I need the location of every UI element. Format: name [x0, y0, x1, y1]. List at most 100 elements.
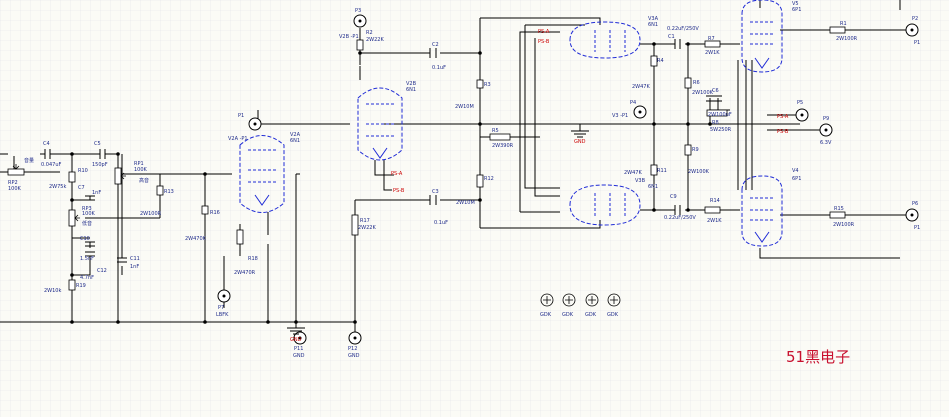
resistors [68, 26, 846, 291]
label-v2a-pin: V2A -P1 [228, 136, 248, 142]
label-rp2-ref: RP2 [8, 180, 18, 186]
label-r18-value: 2W470R [234, 270, 256, 276]
label-v5-ref: V5 [792, 1, 799, 7]
label-r14-ref: R14 [710, 198, 720, 204]
label-v2b-ref: V2B [406, 81, 417, 87]
ground-symbol-2 [571, 130, 589, 138]
pot-rp3 [68, 209, 76, 227]
resistor-r19 [68, 279, 76, 291]
label-c2-value: 0.1uF [432, 65, 446, 71]
resistor-r3 [476, 79, 484, 89]
label-v3b-pin: V3 -P1 [612, 113, 628, 119]
label-v3b-ref: V3B [635, 178, 646, 184]
label-c9-ref: C9 [670, 194, 677, 200]
label-c5-ref: C5 [94, 141, 101, 147]
label-r19-value: 2W10k [44, 288, 61, 294]
gdk-sockets [540, 293, 621, 307]
label-r13-value: 2W100R [140, 211, 162, 217]
label-c10-ref: C10 [80, 236, 90, 242]
label-r13-ref: R13 [164, 189, 174, 195]
label-c5-value: 150pF [92, 162, 108, 168]
label-c11-value: 1nF [130, 264, 139, 270]
potentiometers [7, 164, 126, 227]
label-p6-value: P1 [914, 225, 920, 231]
net-label-ps-a-2: PS-A [538, 29, 550, 35]
label-r1-value: 2W100R [836, 36, 858, 42]
tube-v3a [569, 21, 641, 59]
label-r9-ref: R9 [692, 147, 699, 153]
label-r7-value: 2W1K [705, 50, 720, 56]
label-r8-ref: R8 [712, 120, 719, 126]
label-r16-ref: R16 [210, 210, 220, 216]
resistor-r16 [201, 205, 209, 215]
tube-v2a [239, 135, 285, 213]
label-r3-value: 2W10M [455, 104, 474, 110]
watermark: 51黑电子 [786, 348, 850, 366]
cap-c10 [85, 241, 95, 247]
label-v5-type: 6P1 [792, 7, 801, 13]
label-r6-value: 2W100K [692, 90, 714, 96]
label-rp3-alt: 低音 [82, 220, 92, 227]
label-c4-ref: C4 [43, 141, 50, 147]
label-p2-value: P1 [914, 40, 920, 46]
tube-v3b [569, 184, 641, 226]
label-rp1-value: 100K [134, 167, 148, 173]
cap-c12 [85, 251, 95, 257]
resistor-r6 [684, 77, 692, 89]
label-rp2-alt: 音量 [24, 157, 34, 164]
capacitors [44, 39, 722, 263]
label-r3-ref: R3 [484, 82, 491, 88]
label-r4-ref: R4 [657, 58, 664, 64]
cap-c6 [706, 95, 722, 102]
connector-dots [222, 19, 914, 340]
resistor-r5 [489, 133, 511, 141]
label-r11-value: 2W47K [624, 170, 642, 176]
label-r15-ref: R15 [834, 206, 844, 212]
resistor-r9 [684, 144, 692, 156]
gdk-label-1: GDK [540, 312, 552, 318]
label-r5-ref: R5 [492, 128, 499, 134]
label-r7-ref: R7 [708, 36, 715, 42]
resistor-r18 [236, 229, 244, 245]
label-v3a-type: 6N1 [648, 22, 658, 28]
label-p11-ref: P11 [294, 346, 303, 352]
label-rp2-value: 100K [8, 186, 22, 192]
label-r9-value: 2W100K [688, 169, 710, 175]
tube-v5 [741, 0, 783, 73]
cap-c7 [85, 195, 95, 201]
label-r14-value: 2W1K [707, 218, 722, 224]
label-c9-value: 0.22uF/250V [664, 215, 696, 221]
resistor-r17 [351, 214, 359, 236]
label-v3a-ref: V3A [648, 16, 659, 22]
label-r10-value: 2W75k [49, 184, 66, 190]
label-p2-ref: P2 [912, 16, 918, 22]
label-v3b-type: 6N1 [648, 184, 658, 190]
label-r2-value: 2W22K [366, 37, 384, 43]
label-r18-ref: R18 [248, 256, 258, 262]
resistor-r15 [829, 211, 846, 219]
vacuum-tubes [239, 0, 783, 247]
label-p8-value: PS-A [777, 114, 789, 120]
label-r12-ref: R12 [484, 176, 494, 182]
label-c12-ref: C12 [97, 268, 107, 274]
label-p5-ref: P5 [797, 100, 803, 106]
resistor-r4 [650, 55, 658, 67]
net-label-ps-b-1: PS-B [393, 188, 405, 194]
label-p9-ref: P9 [823, 116, 829, 122]
label-c3-value: 0.1uF [434, 220, 448, 226]
gdk-label-4: GDK [607, 312, 619, 318]
label-c10-value: 1.5nF [80, 256, 94, 262]
label-c1-ref: C1 [668, 34, 675, 40]
resistor-r11 [650, 164, 658, 176]
label-c12-value: 4.7nF [80, 275, 94, 281]
ground-symbols [223, 130, 589, 335]
label-c6-value: 2W100uF [708, 112, 732, 118]
resistor-r13 [156, 185, 164, 196]
label-rp3-ref: RP3 [82, 206, 92, 212]
label-c1-value: 0.22uF/250V [667, 26, 699, 32]
label-p10: PS-B [777, 129, 789, 135]
label-r12-value: 2W10M [456, 200, 475, 206]
label-rp1-ref: RP1 [134, 161, 144, 167]
